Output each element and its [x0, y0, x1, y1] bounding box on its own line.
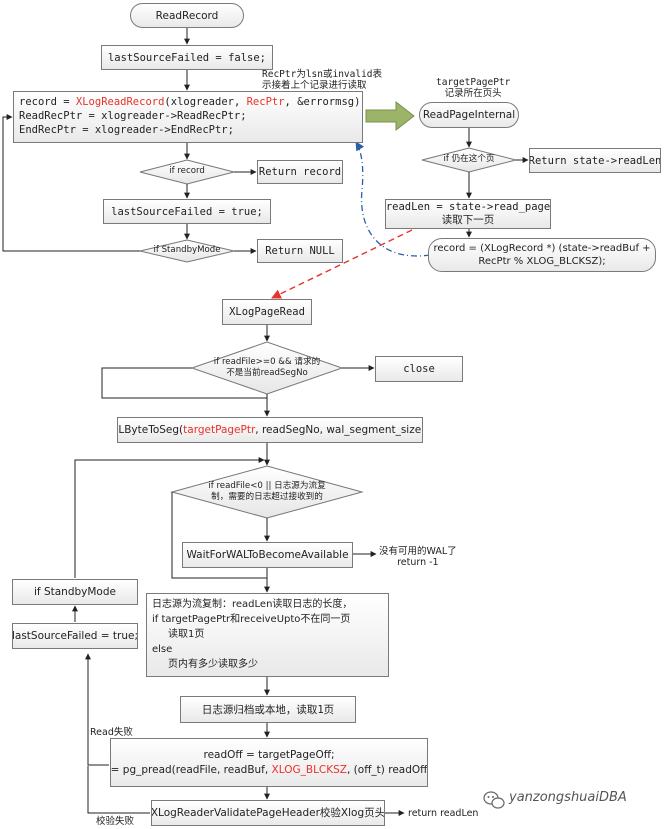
recptr-note: RecPtr为lsn或invalid表 示接着上个记录进行读取: [262, 69, 383, 91]
wait-for-wal-node: WaitForWALToBecomeAvailable: [182, 542, 353, 568]
if-record-label: if record: [169, 166, 205, 176]
last-source-failed-true-top-node: lastSourceFailed = true;: [103, 199, 271, 224]
if-standby-top-label: if StandbyMode: [153, 245, 221, 255]
return-readlen-node: Return state->readLen: [529, 148, 661, 173]
wechat-icon: [483, 791, 505, 809]
call-arrow: [365, 100, 415, 132]
read-page-internal-node: ReadPageInternal: [419, 102, 519, 128]
if-readfile-label: if readFile>=0 && 请求的 不是当前readSegNo: [213, 357, 321, 378]
archive-read-node: 日志源归档或本地，读取1页: [180, 696, 356, 723]
no-wal-note: 没有可用的WAL了 return -1: [379, 546, 457, 568]
if-readfile-lt0-diamond: [170, 465, 364, 519]
if-standby-bottom-node: if StandbyMode: [12, 579, 138, 605]
return-null-node: Return NULL: [257, 239, 343, 263]
read-record-node: ReadRecord: [130, 3, 244, 28]
last-source-failed-false-node: lastSourceFailed = false;: [101, 45, 273, 70]
xlog-page-read-node: XLogPageRead: [222, 299, 312, 325]
close-node: close: [375, 356, 463, 382]
xlbyte-to-seg-node: XLByteToSeg(targetPagePtr, readSegNo, wa…: [117, 417, 423, 443]
last-source-failed-true-bottom-node: lastSourceFailed = true;: [12, 623, 138, 649]
if-readfile-lt0-label: if readFile<0 || 日志源为流复 制，需要的日志超过接收到的: [208, 481, 326, 502]
validate-failed-note: 校验失败: [96, 816, 135, 827]
stream-replication-node: 日志源为流复制：readLen读取日志的长度， if targetPagePtr…: [146, 593, 389, 677]
return-record-node: Return record: [257, 160, 343, 184]
record-cast-node: record = (XLogRecord *) (state->readBuf …: [428, 238, 656, 272]
read-record-call-node: record = XLogReadRecord(xlogreader, RecP…: [13, 91, 363, 143]
read-failed-note: Read失败: [90, 727, 133, 738]
readlen-read-page-node: readLen = state->read_page 读取下一页: [385, 199, 551, 229]
watermark-text: yanzongshuaiDBA: [509, 790, 627, 805]
pread-node: readOff = targetPageOff; r = pg_pread(re…: [110, 738, 428, 787]
return-readlen-note: return readLen: [408, 808, 479, 819]
if-same-page-label: if 仍在这个页: [443, 154, 495, 164]
validate-page-header-node: XLogReaderValidatePageHeader校验Xlog页头: [151, 800, 385, 826]
target-page-ptr-note: targetPagePtr 记录所在页头: [436, 77, 511, 99]
